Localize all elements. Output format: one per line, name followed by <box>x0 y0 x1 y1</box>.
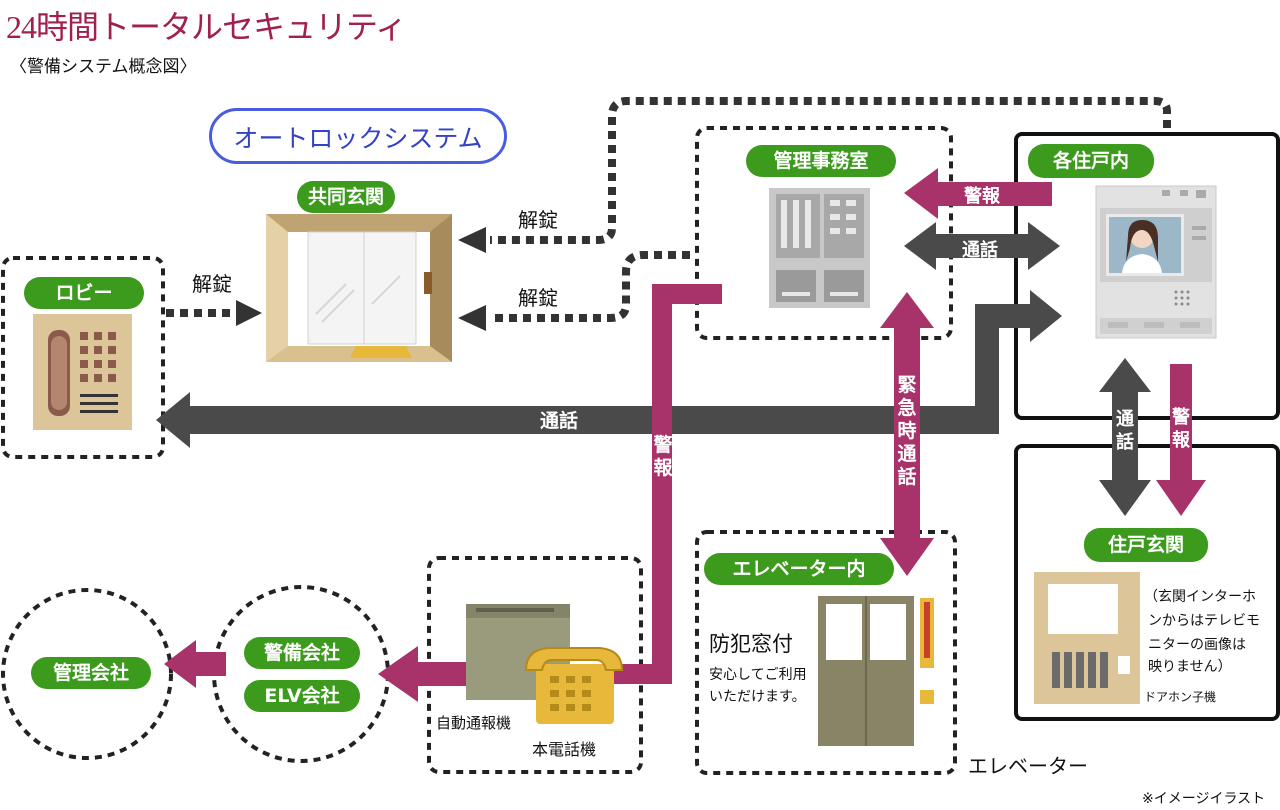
page-title: 24時間トータルセキュリティ <box>6 9 407 45</box>
alarm-arrow-unit-office <box>904 168 1052 219</box>
page-subtitle: 〈警備システム概念図〉 <box>10 57 197 77</box>
lobby-zone <box>1 256 165 459</box>
unit-zone <box>1014 132 1280 420</box>
entrance-label: 共同玄関 <box>297 181 395 213</box>
office-zone <box>695 126 953 340</box>
door-note-4: 映りません） <box>1148 659 1232 675</box>
alarm-label-vertical: 警報 <box>653 434 673 479</box>
unit-label: 各住戸内 <box>1028 144 1154 178</box>
door-intercom-icon <box>1034 572 1140 704</box>
office-label: 管理事務室 <box>746 145 896 177</box>
door-note-1: （玄関インターホ <box>1144 589 1256 605</box>
call-line-lobby-unit <box>156 290 1062 448</box>
lobby-label: ロビー <box>24 277 144 309</box>
main-phone-label: 本電話機 <box>532 740 597 759</box>
elv-company-label: ELV会社 <box>244 680 360 712</box>
call-arrow-office-unit <box>904 222 1060 270</box>
video-intercom-icon <box>1095 185 1217 339</box>
reassurance-text-1: 安心してご利用 <box>709 667 807 683</box>
unlock-label-unit: 解錠 <box>518 208 558 232</box>
unlock-path-unit <box>490 97 1171 244</box>
unit-door-zone <box>1014 444 1280 721</box>
alarm-label-office: 警報 <box>964 186 1000 207</box>
door-note-2: ンからはテレビモ <box>1148 613 1260 629</box>
crime-window-text: 防犯窓付 <box>709 632 793 656</box>
management-company-label: 管理会社 <box>31 657 151 689</box>
illustration-note: ※イメージイラスト <box>1142 791 1266 807</box>
unlock-label-office: 解錠 <box>518 286 558 310</box>
call-arrow-unit-door <box>1099 358 1151 516</box>
security-company-zone <box>212 585 390 763</box>
elevator-inside-label: エレベーター内 <box>704 553 894 585</box>
unlock-arrowhead-office <box>458 305 486 331</box>
alarm-arrow-unit-door <box>1156 364 1206 516</box>
auto-report-label: 自動通報機 <box>436 714 512 732</box>
call-label-office: 通話 <box>962 240 998 261</box>
call-label-lobby: 通話 <box>540 410 579 432</box>
elevator-zone <box>695 530 957 775</box>
elevator-door-icon <box>818 596 934 746</box>
alarm-label-door: 警報 <box>1172 407 1190 451</box>
call-label-door: 通話 <box>1116 409 1134 453</box>
unit-door-label: 住戸玄関 <box>1084 528 1208 562</box>
unlock-arrowhead-lobby <box>236 300 262 326</box>
alarm-arrow-to-security <box>378 646 470 702</box>
alarm-arrow-to-management <box>164 640 226 688</box>
unlock-arrowhead-unit <box>458 227 486 253</box>
security-company-label: 警備会社 <box>244 637 360 669</box>
door-note-3: ニターの画像は <box>1148 637 1246 653</box>
emergency-call-arrow <box>880 292 934 576</box>
alarm-line-office-report <box>612 284 722 684</box>
intercom-panel-icon <box>33 314 132 430</box>
reassurance-text-2: いただけます。 <box>709 689 806 705</box>
door-handset-label: ドアホン子機 <box>1144 690 1217 704</box>
emergency-call-label: 緊急時通話 <box>897 374 917 488</box>
management-company-zone <box>1 588 173 760</box>
autolock-system-label: オートロックシステム <box>209 108 507 164</box>
unlock-label-lobby: 解錠 <box>192 272 232 296</box>
telephone-icon <box>524 647 624 724</box>
sliding-door-icon <box>266 214 452 362</box>
unlock-path-office <box>490 251 690 322</box>
control-panel-icon <box>769 188 870 308</box>
elevator-label: エレベーター <box>968 754 1088 778</box>
